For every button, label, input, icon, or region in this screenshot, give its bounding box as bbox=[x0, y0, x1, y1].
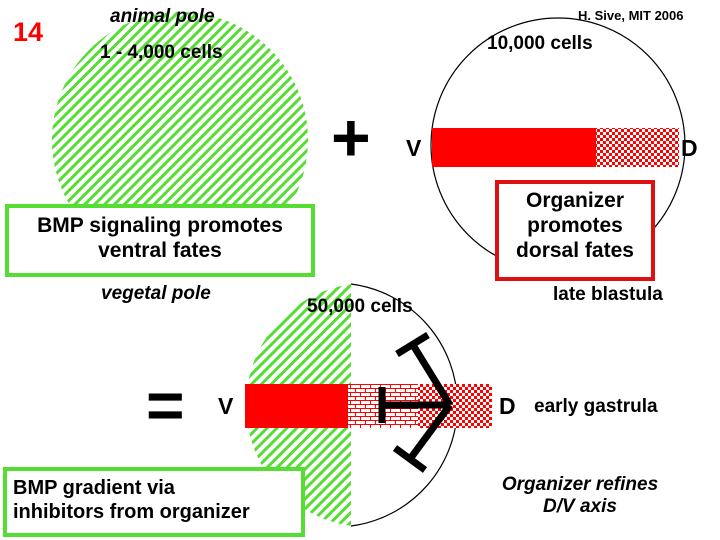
ventral-label-bottom: V bbox=[218, 393, 234, 419]
gradient-box-line-2: inhibitors from organizer bbox=[13, 500, 250, 523]
organizer-box-line-1: Organizer bbox=[525, 189, 625, 212]
ventral-label-top: V bbox=[406, 135, 422, 161]
gradient-box-line-1: BMP gradient via bbox=[13, 477, 175, 499]
top-right-cell-count: 10,000 cells bbox=[487, 33, 593, 54]
top-left-cell-count: 1 - 4,000 cells bbox=[100, 42, 223, 63]
bottom-cell-count: 50,000 cells bbox=[307, 296, 413, 317]
credit-text: H. Sive, MIT 2006 bbox=[578, 8, 684, 23]
organizer-box-line-3: dorsal fates bbox=[516, 238, 634, 262]
bmp-box-line-2: ventral fates bbox=[98, 238, 222, 262]
organizer-refines-caption: Organizer refines D/V axis bbox=[470, 474, 690, 518]
dorsal-label-top: D bbox=[681, 135, 698, 161]
organizer-checker-bar bbox=[596, 128, 679, 167]
organizer-box: Organizer promotes dorsal fates bbox=[495, 180, 655, 281]
dorsal-label-bottom: D bbox=[499, 393, 516, 419]
bmp-gradient-box: BMP gradient via inhibitors from organiz… bbox=[3, 467, 305, 537]
late-blastula-label: late blastula bbox=[553, 284, 663, 305]
slide-number: 14 bbox=[13, 17, 44, 47]
inhibitor-arrows bbox=[378, 332, 453, 473]
equals-sign: = bbox=[146, 368, 185, 442]
vegetal-pole-label: vegetal pole bbox=[101, 283, 211, 304]
bmp-signaling-box: BMP signaling promotes ventral fates bbox=[5, 204, 315, 277]
organizer-solid-bar bbox=[432, 128, 596, 167]
caption-line-2: D/V axis bbox=[543, 496, 617, 517]
animal-pole-label: animal pole bbox=[110, 6, 215, 27]
gradient-bar-solid bbox=[245, 384, 348, 428]
organizer-box-line-2: promotes bbox=[527, 213, 623, 237]
bmp-box-line-1: BMP signaling promotes bbox=[37, 214, 283, 237]
caption-line-1: Organizer refines bbox=[501, 474, 659, 495]
early-gastrula-label: early gastrula bbox=[534, 396, 658, 417]
plus-sign: + bbox=[331, 100, 371, 176]
